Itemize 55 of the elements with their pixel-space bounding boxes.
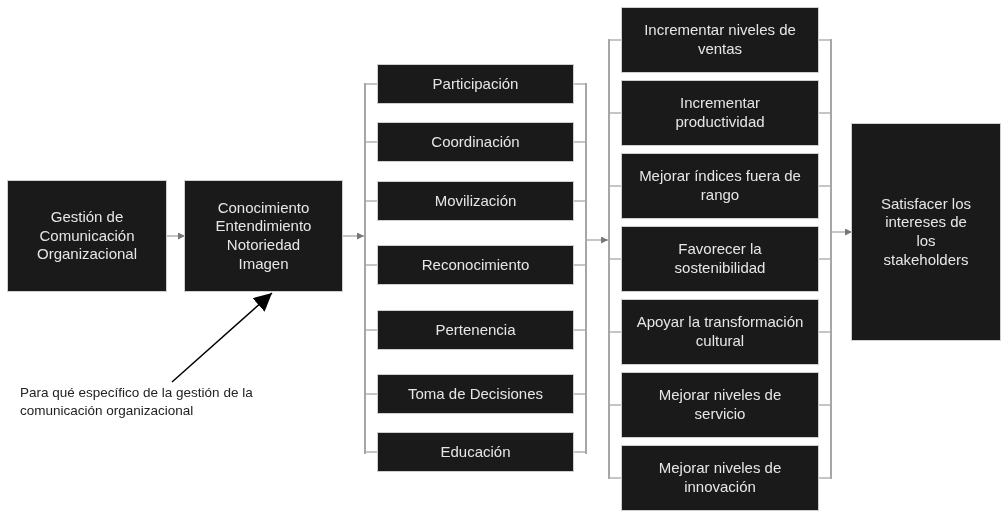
connector-line	[572, 264, 586, 266]
process-box: Conocimiento Entendimiento Notoriedad Imagen	[185, 181, 342, 291]
process-box: Incrementar niveles de ventas	[622, 8, 818, 72]
connector-line	[572, 451, 586, 453]
connector-line	[609, 404, 623, 406]
arrow	[341, 232, 365, 240]
connector-line	[817, 477, 831, 479]
connector-line	[609, 112, 623, 114]
connector-line	[609, 185, 623, 187]
process-box: Pertenencia	[378, 311, 573, 349]
connector-line	[817, 258, 831, 260]
connector-line	[609, 477, 623, 479]
process-box: Satisfacer los intereses de los stakeholders	[852, 124, 1000, 340]
connector-line	[572, 200, 586, 202]
process-box: Educación	[378, 433, 573, 471]
connector-line	[572, 393, 586, 395]
connector-line	[365, 329, 379, 331]
connector-line	[365, 264, 379, 266]
connector-line	[365, 200, 379, 202]
process-box: Favorecer la sostenibilidad	[622, 227, 818, 291]
arrow	[165, 232, 186, 240]
process-box: Gestión de Comunicación Organizacional	[8, 181, 166, 291]
connector-line	[817, 112, 831, 114]
annotation-text: Para qué específico de la gestión de la comunicación organizacional	[20, 384, 254, 420]
process-box: Participación	[378, 65, 573, 103]
process-box: Apoyar la transformación cultural	[622, 300, 818, 364]
connector-line	[572, 141, 586, 143]
connector-line	[609, 258, 623, 260]
process-box: Mejorar niveles de servicio	[622, 373, 818, 437]
process-box: Reconocimiento	[378, 246, 573, 284]
connector-line	[365, 451, 379, 453]
bracket-line	[830, 39, 832, 479]
connector-line	[817, 39, 831, 41]
connector-line	[365, 141, 379, 143]
process-box: Mejorar niveles de innovación	[622, 446, 818, 510]
connector-line	[365, 393, 379, 395]
process-box: Coordinación	[378, 123, 573, 161]
arrow	[831, 228, 853, 236]
bracket-line	[608, 39, 610, 479]
arrow	[171, 292, 273, 383]
connector-line	[365, 83, 379, 85]
process-box: Toma de Decisiones	[378, 375, 573, 413]
connector-line	[572, 83, 586, 85]
process-box: Movilización	[378, 182, 573, 220]
connector-line	[817, 404, 831, 406]
connector-line	[609, 39, 623, 41]
arrow	[586, 236, 609, 244]
connector-line	[609, 331, 623, 333]
connector-line	[817, 185, 831, 187]
process-box: Incrementar productividad	[622, 81, 818, 145]
bracket-line	[364, 83, 366, 454]
connector-line	[817, 331, 831, 333]
process-box: Mejorar índices fuera de rango	[622, 154, 818, 218]
connector-line	[572, 329, 586, 331]
bracket-line	[585, 83, 587, 454]
